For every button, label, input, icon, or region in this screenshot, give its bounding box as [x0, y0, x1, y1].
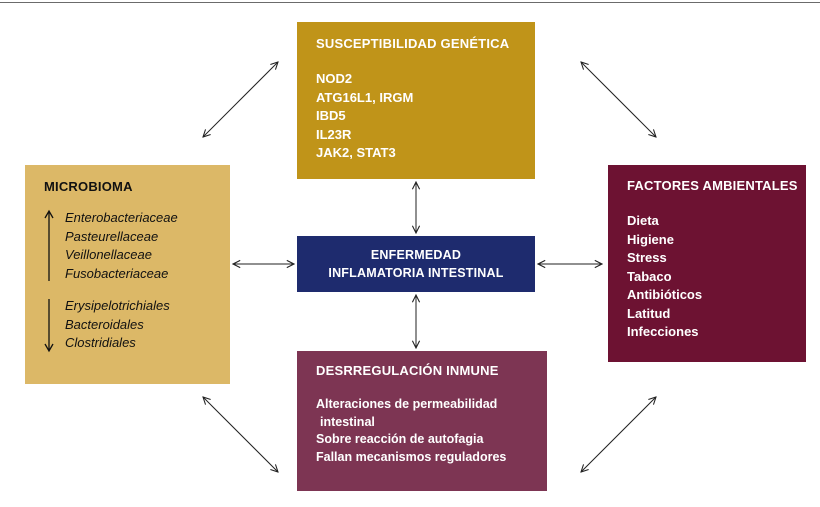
susceptibilidad-genetica-box: SUSCEPTIBILIDAD GENÉTICA NOD2 ATG16L1, I… — [297, 22, 535, 179]
gene-item: JAK2, STAT3 — [316, 145, 396, 160]
factor-item: Infecciones — [627, 324, 699, 339]
increased-taxon: Fusobacteriaceae — [65, 265, 169, 281]
factor-item: Higiene — [627, 231, 674, 247]
increased-taxon: Pasteurellaceae — [65, 228, 159, 244]
factor-item: Antibióticos — [627, 287, 703, 302]
arrow-gen-amb — [581, 62, 656, 137]
ambientales-list: Dieta Higiene Stress Tabaco Antibióticos… — [627, 212, 806, 342]
susceptibilidad-list: NOD2 ATG16L1, IRGM IBD5 IL23R JAK2, STAT… — [316, 70, 535, 163]
decreased-taxon: Erysipelotrichiales — [65, 298, 170, 313]
increased-group: Enterobacteriaceae Pasteurellaceae Veill… — [44, 209, 230, 283]
up-arrow-icon — [44, 209, 54, 281]
arrow-micro-inm — [203, 397, 278, 472]
factor-item: Stress — [627, 250, 667, 265]
decreased-taxon: Clostridiales — [65, 335, 136, 350]
desregulacion-list: Alteraciones de permeabilidad intestinal… — [316, 396, 547, 466]
factor-item: Dieta — [627, 213, 659, 228]
immune-item: Fallan mecanismos reguladores — [316, 449, 507, 464]
increased-taxon: Enterobacteriaceae — [65, 210, 178, 225]
enfermedad-line2: INFLAMATORIA INTESTINAL — [328, 266, 504, 280]
gene-item: IL23R — [316, 126, 352, 142]
down-arrow-icon — [44, 299, 54, 353]
enfermedad-inflamatoria-box: ENFERMEDAD INFLAMATORIA INTESTINAL — [297, 236, 535, 292]
gene-item: NOD2 — [316, 71, 353, 86]
ambientales-title: FACTORES AMBIENTALES — [627, 178, 798, 193]
susceptibilidad-title: SUSCEPTIBILIDAD GENÉTICA — [316, 36, 510, 51]
decreased-taxon: Bacteroidales — [65, 316, 144, 332]
microbioma-box: MICROBIOMA Enterobacteriaceae Pasteurell… — [25, 165, 230, 384]
gene-item: IBD5 — [316, 108, 346, 123]
desregulacion-title: DESRREGULACIÓN INMUNE — [316, 363, 499, 378]
arrow-amb-inm — [581, 397, 656, 472]
immune-item: intestinal — [320, 414, 375, 429]
immune-item: Sobre reacción de autofagia — [316, 432, 484, 446]
gene-item: ATG16L1, IRGM — [316, 89, 414, 105]
microbioma-title: MICROBIOMA — [44, 179, 133, 194]
decreased-group: Erysipelotrichiales Bacteroidales Clostr… — [44, 297, 230, 353]
arrow-gen-micro — [203, 62, 278, 137]
desregulacion-inmune-box: DESRREGULACIÓN INMUNE Alteraciones de pe… — [297, 351, 547, 491]
immune-item: Alteraciones de permeabilidad — [316, 397, 498, 411]
enfermedad-line1: ENFERMEDAD — [370, 248, 462, 262]
factor-item: Latitud — [627, 305, 671, 321]
top-rule — [0, 2, 820, 3]
factores-ambientales-box: FACTORES AMBIENTALES Dieta Higiene Stres… — [608, 165, 806, 362]
factor-item: Tabaco — [627, 268, 672, 284]
increased-taxon: Veillonellaceae — [65, 247, 152, 262]
